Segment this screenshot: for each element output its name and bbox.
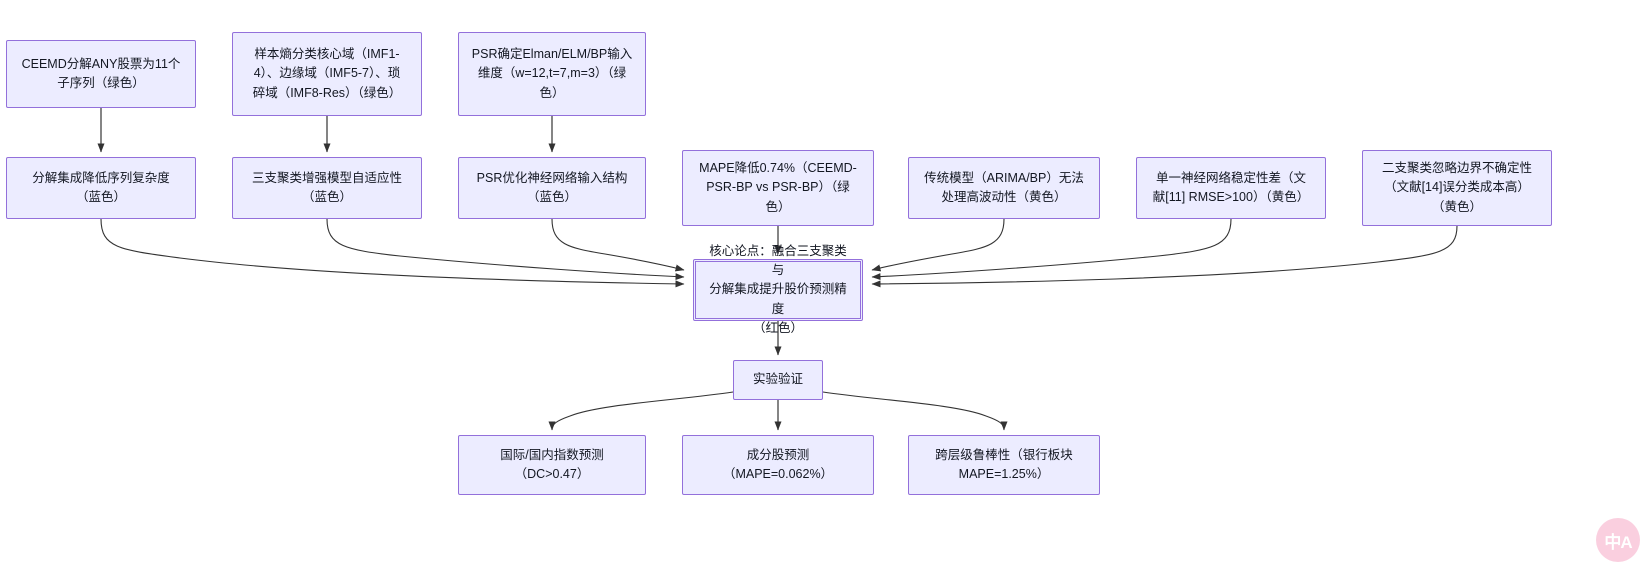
node-index-forecasting[interactable]: 国际/国内指数预测 （DC>0.47）	[458, 435, 646, 495]
edge-n10-n11	[871, 225, 1458, 288]
node-label: CEEMD分解ANY股票为11个 子序列（绿色）	[21, 56, 181, 90]
node-label: PSR优化神经网络输入结构 （蓝色）	[476, 170, 628, 204]
ime-label: 中A	[1604, 532, 1632, 552]
node-ceemd-decomposition[interactable]: CEEMD分解ANY股票为11个 子序列（绿色）	[6, 40, 196, 108]
node-single-network-instability[interactable]: 单一神经网络稳定性差（文 献[11] RMSE>100）（黄色）	[1136, 157, 1326, 219]
node-traditional-models-limitation[interactable]: 传统模型（ARIMA/BP）无法 处理高波动性（黄色）	[908, 157, 1100, 219]
node-mape-reduction[interactable]: MAPE降低0.74%（CEEMD- PSR-BP vs PSR-BP）（绿 色…	[682, 150, 874, 226]
edge-n8-n11	[871, 218, 1005, 272]
node-label: 成分股预测 （MAPE=0.062%）	[722, 447, 834, 481]
node-core-thesis[interactable]: 核心论点：融合三支聚类与 分解集成提升股价预测精度 （红色）	[693, 244, 863, 335]
edge-n12-n13	[548, 391, 734, 431]
node-decomposition-reduces-complexity[interactable]: 分解集成降低序列复杂度 （蓝色）	[6, 157, 196, 219]
node-sample-entropy-classification[interactable]: 样本熵分类核心域（IMF1- 4）、边缘域（IMF5-7）、琐 碎域（IMF8-…	[232, 32, 422, 116]
node-label: 单一神经网络稳定性差（文 献[11] RMSE>100）（黄色）	[1152, 170, 1310, 204]
edge-n9-n11	[871, 218, 1232, 281]
node-label: PSR确定Elman/ELM/BP输入 维度（w=12,t=7,m=3）（绿 色…	[471, 46, 633, 100]
node-psr-input-dimension[interactable]: PSR确定Elman/ELM/BP输入 维度（w=12,t=7,m=3）（绿 色…	[458, 32, 646, 116]
node-label: MAPE降低0.74%（CEEMD- PSR-BP vs PSR-BP）（绿 色…	[699, 160, 857, 214]
ime-indicator-watermark: 中A	[1596, 518, 1640, 562]
node-label: 三支聚类增强模型自适应性 （蓝色）	[251, 170, 402, 204]
node-experimental-validation[interactable]: 实验验证	[733, 360, 823, 400]
node-label: 实验验证	[752, 372, 803, 387]
node-three-way-clustering-adaptivity[interactable]: 三支聚类增强模型自适应性 （蓝色）	[232, 157, 422, 219]
node-two-way-clustering-boundary[interactable]: 二支聚类忽略边界不确定性 （文献[14]误分类成本高） （黄色）	[1362, 150, 1552, 226]
node-label: 分解集成降低序列复杂度 （蓝色）	[32, 170, 170, 204]
node-label: 国际/国内指数预测 （DC>0.47）	[500, 447, 604, 481]
node-constituent-stock-forecasting[interactable]: 成分股预测 （MAPE=0.062%）	[682, 435, 874, 495]
edge-n6-n11	[551, 218, 685, 272]
edge-n4-n11	[100, 218, 685, 288]
node-cross-level-robustness[interactable]: 跨层级鲁棒性（银行板块 MAPE=1.25%）	[908, 435, 1100, 495]
edge-n12-n15	[822, 391, 1008, 431]
node-label: 样本熵分类核心域（IMF1- 4）、边缘域（IMF5-7）、琐 碎域（IMF8-…	[252, 46, 402, 100]
edge-n5-n11	[326, 218, 685, 281]
node-label: 核心论点：融合三支聚类与 分解集成提升股价预测精度 （红色）	[709, 243, 847, 336]
node-label: 跨层级鲁棒性（银行板块 MAPE=1.25%）	[935, 447, 1073, 481]
node-label: 二支聚类忽略边界不确定性 （文献[14]误分类成本高） （黄色）	[1381, 160, 1532, 214]
node-psr-optimizes-network-input[interactable]: PSR优化神经网络输入结构 （蓝色）	[458, 157, 646, 219]
node-label: 传统模型（ARIMA/BP）无法 处理高波动性（黄色）	[924, 170, 1084, 204]
